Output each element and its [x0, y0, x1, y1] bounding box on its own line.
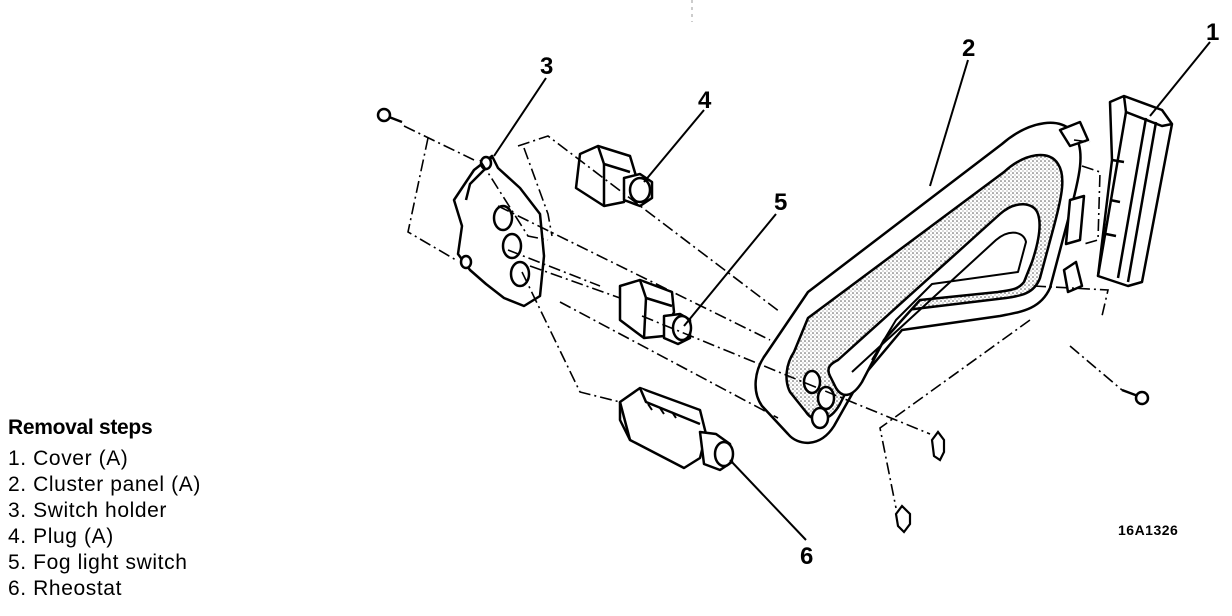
- fog-light-switch-part: [618, 278, 693, 346]
- assembly-lines: [403, 125, 1123, 509]
- clip-bottom: [894, 504, 912, 534]
- leader-lines: [493, 41, 1211, 541]
- callout-5: 5: [774, 189, 787, 216]
- legend-title: Removal steps: [8, 416, 153, 439]
- cover-part: [1096, 94, 1174, 288]
- legend-item-plug: 4. Plug (A): [8, 525, 114, 548]
- callout-6: 6: [800, 543, 813, 570]
- screw-right: [1121, 388, 1150, 406]
- callout-2: 2: [962, 35, 975, 62]
- plug-part: [574, 144, 654, 208]
- removal-steps-legend: Removal steps 1. Cover (A) 2. Cluster pa…: [8, 416, 201, 602]
- cluster-panel-part: [754, 120, 1090, 444]
- rheostat-part: [618, 386, 735, 472]
- figure-code: 16A1326: [1118, 522, 1179, 538]
- callout-4: 4: [698, 87, 712, 114]
- legend-item-switch-holder: 3. Switch holder: [8, 499, 168, 522]
- legend-item-rheostat: 6. Rheostat: [8, 577, 122, 600]
- clip-center: [930, 430, 946, 462]
- legend-list: 1. Cover (A) 2. Cluster panel (A) 3. Swi…: [8, 446, 201, 602]
- legend-item-fog-light-switch: 5. Fog light switch: [8, 551, 188, 574]
- legend-item-cover: 1. Cover (A): [8, 447, 129, 470]
- callout-1: 1: [1206, 19, 1219, 46]
- switch-holder-part: [452, 154, 546, 308]
- screw-top-left: [376, 107, 403, 124]
- callout-3: 3: [540, 53, 553, 80]
- legend-item-cluster-panel: 2. Cluster panel (A): [8, 473, 201, 496]
